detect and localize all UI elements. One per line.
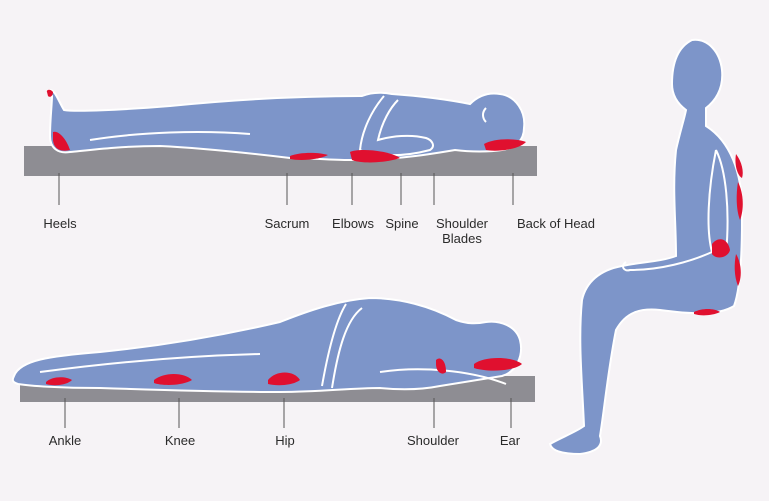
seated-figure-group <box>548 38 744 456</box>
lateral-body <box>11 296 522 394</box>
supine-leaders <box>58 173 514 205</box>
label-shoulder: Shoulder <box>406 433 460 448</box>
supine-figure-group <box>24 88 537 205</box>
label-heels: Heels <box>43 216 77 231</box>
supine-leg-seam <box>89 131 251 141</box>
label-shoulder-blades-line-1: Shoulder <box>435 216 489 231</box>
lateral-leaders <box>64 398 512 428</box>
lateral-figure-group <box>11 296 535 428</box>
supine-ear-outline <box>482 107 487 123</box>
lateral-leg-seam <box>39 353 261 373</box>
lateral-shoulder-point <box>436 358 446 374</box>
lateral-hip-point <box>268 372 300 386</box>
supine-heels-point-2 <box>53 131 70 151</box>
lateral-ankle-point <box>46 377 72 386</box>
seated-back-point <box>736 182 743 220</box>
label-elbows: Elbows <box>332 216 374 231</box>
lateral-knee-point <box>154 374 192 385</box>
label-hip: Hip <box>275 433 295 448</box>
supine-sacrum-point <box>290 152 328 160</box>
supine-heels-point <box>46 89 53 97</box>
label-ear: Ear <box>499 433 521 448</box>
supine-body <box>47 88 526 162</box>
seated-sacrum-point <box>734 254 741 286</box>
label-shoulder-blades-line-2: Blades <box>442 231 482 246</box>
label-sacrum: Sacrum <box>264 216 310 231</box>
label-spine: Spine <box>385 216 419 231</box>
seated-arm-outline <box>622 149 729 272</box>
supine-arm-outline <box>358 95 434 157</box>
seated-buttock-point <box>694 309 720 316</box>
label-shoulder-blades: Shoulder Blades <box>436 216 488 246</box>
seated-elbow-point <box>712 239 730 258</box>
seated-shoulder-blade-point <box>735 154 743 178</box>
supine-head-point <box>484 139 526 151</box>
supine-elbow-spine-point <box>350 150 400 163</box>
label-knee: Knee <box>164 433 196 448</box>
lateral-ear-point <box>474 358 522 371</box>
label-ankle: Ankle <box>48 433 82 448</box>
label-back-of-head: Back of Head <box>516 216 596 231</box>
